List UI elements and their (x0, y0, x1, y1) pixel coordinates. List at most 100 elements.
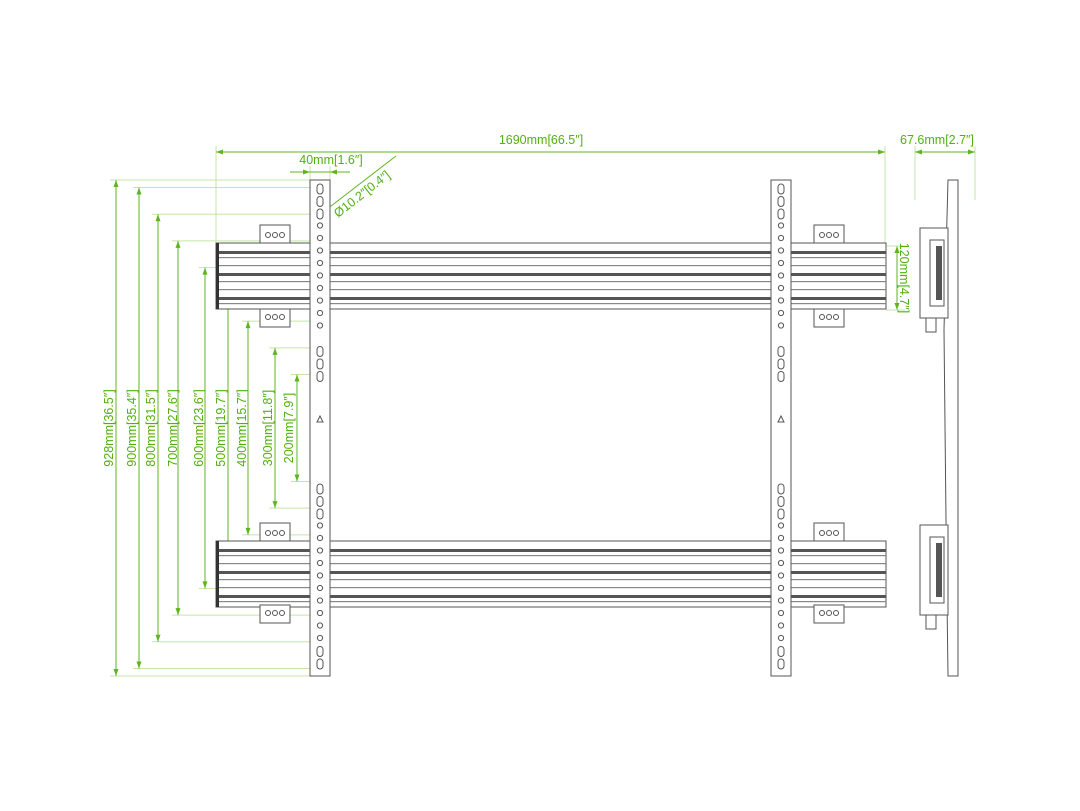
arrow-head (294, 474, 300, 482)
rail-groove (219, 601, 886, 603)
upright-hole (316, 322, 324, 329)
upright-hole (316, 547, 324, 554)
upright-slot (777, 196, 785, 207)
upright-slot (316, 371, 324, 382)
width-dimension-label: 1690mm[66.5″] (499, 133, 583, 147)
arrow-head (113, 179, 119, 187)
rail-groove (219, 257, 886, 259)
bracket-hole (279, 610, 285, 616)
rail-height-label: 120mm[4.7″] (897, 243, 911, 313)
upright-slot (316, 183, 324, 195)
vertical-upright (770, 179, 792, 677)
vertical-dimension-label: 500mm[19.7″] (214, 389, 228, 466)
bracket-hole (279, 314, 285, 320)
upright-hole (777, 634, 785, 642)
bracket-hole (833, 610, 839, 616)
bracket-hole (279, 530, 285, 536)
arrow-up-icon (777, 414, 785, 423)
upright-hole (316, 622, 324, 629)
rail-groove (219, 289, 886, 291)
bracket-hole (826, 232, 832, 238)
upright-hole (777, 534, 785, 542)
arrow-head (915, 149, 922, 155)
rail-groove (219, 549, 886, 552)
upright-hole (316, 572, 324, 579)
bracket-hole (265, 610, 271, 616)
upright-slot (316, 358, 324, 370)
arrow-head (175, 608, 181, 616)
arrow-head (216, 149, 223, 155)
arrow-head (202, 267, 208, 275)
upright-slot (316, 658, 324, 670)
bracket-hole (819, 314, 825, 320)
arrow-head (155, 634, 161, 642)
leader-line (321, 155, 397, 214)
arrow-head (878, 149, 885, 155)
upright-hole (777, 222, 785, 229)
bracket-hole (272, 610, 278, 616)
arrow-head (330, 169, 337, 175)
upright-hole (777, 297, 785, 304)
hole-diameter-label: Ø10.2″[0.4″] (331, 168, 393, 220)
arrow-head (175, 240, 181, 248)
upright-slot (777, 508, 785, 520)
vertical-dimension-label: 800mm[31.5″] (144, 389, 158, 466)
mount-parts (215, 179, 887, 677)
depth-dimension-label: 67.6mm[2.7″] (900, 133, 974, 147)
bracket-hole (272, 530, 278, 536)
upright-hole (777, 572, 785, 579)
rail-end (216, 243, 219, 309)
upright-hole (777, 272, 785, 279)
vertical-dimension-label: 600mm[23.6″] (192, 389, 206, 466)
upright-hole (777, 234, 785, 242)
upright-slot (777, 371, 785, 382)
side-bolt (925, 614, 937, 630)
arrow-head (136, 187, 142, 195)
rail-groove (219, 587, 886, 589)
upright-hole (316, 247, 324, 254)
bracket-hole (279, 232, 285, 238)
bracket-hole (833, 314, 839, 320)
vertical-upright (309, 179, 331, 677)
upright-hole (316, 559, 324, 567)
bracket-hole (826, 530, 832, 536)
upright-hole (316, 272, 324, 279)
vertical-dimension-label: 300mm[11.8″] (261, 390, 275, 466)
upright-hole (316, 634, 324, 642)
upright-slot (316, 346, 324, 357)
upright-hole (316, 284, 324, 292)
upright-slot (316, 646, 324, 657)
upright-hole (316, 309, 324, 317)
rail-groove (219, 595, 886, 598)
upright-slot (777, 646, 785, 657)
arrow-head (272, 501, 278, 509)
upright-slot (777, 496, 785, 507)
rail-groove (219, 251, 886, 254)
rail-end (216, 541, 219, 607)
arrow-head (155, 214, 161, 222)
rail-groove (219, 273, 886, 276)
upright-slot (777, 658, 785, 670)
bracket-hole (819, 232, 825, 238)
bracket-hole (819, 530, 825, 536)
upright-hole (316, 534, 324, 542)
vertical-dimension-label: 900mm[35.4″] (125, 389, 139, 466)
upright-hole (777, 309, 785, 317)
arrow-head (113, 669, 119, 677)
arrow-head (245, 527, 251, 535)
upright-hole (777, 584, 785, 592)
rail-groove (219, 297, 886, 300)
bracket-hole (272, 232, 278, 238)
dimension-lines (110, 146, 976, 677)
side-rail-core (936, 246, 942, 300)
upright-slot (316, 508, 324, 520)
upright-slot (777, 183, 785, 195)
upright-slot (316, 483, 324, 495)
upright-hole (316, 222, 324, 229)
upright-hole (777, 522, 785, 529)
upright-hole (777, 609, 785, 617)
upright-hole (316, 584, 324, 592)
upright-slot (316, 196, 324, 207)
upright-hole (316, 609, 324, 617)
